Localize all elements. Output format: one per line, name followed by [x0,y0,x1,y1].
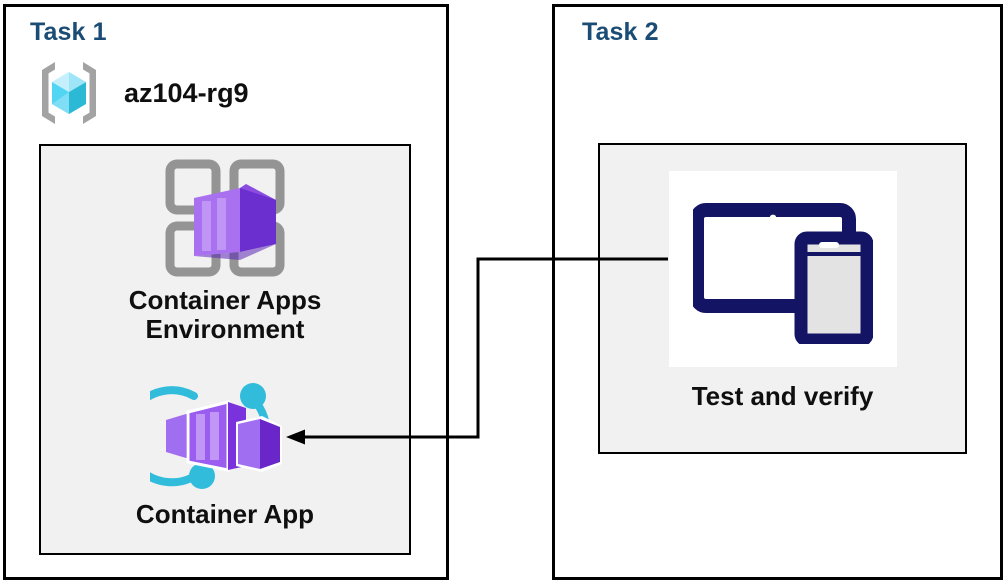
node-container-app: Container App [41,374,409,529]
node-container-apps-environment: Container Apps Environment [41,156,409,344]
container-apps-environment-label: Container Apps Environment [128,285,322,345]
test-icon-container [668,171,897,367]
test-and-verify-label: Test and verify [691,381,874,411]
resource-group-label: az104-rg9 [124,77,249,108]
container-app-label: Container App [135,499,315,529]
task-1-inner-panel: Container Apps Environment [39,144,411,555]
devices-test-icon [692,194,873,344]
task-2-title: Task 2 [582,18,659,46]
resource-group-row: az104-rg9 [36,58,249,128]
resource-group-icon [36,58,102,128]
task-2-inner-panel: Test and verify [598,143,967,454]
node-test-and-verify: Test and verify [600,171,965,412]
container-app-icon [150,374,300,494]
container-apps-environment-icon [162,156,288,280]
task-1-title: Task 1 [30,18,107,46]
